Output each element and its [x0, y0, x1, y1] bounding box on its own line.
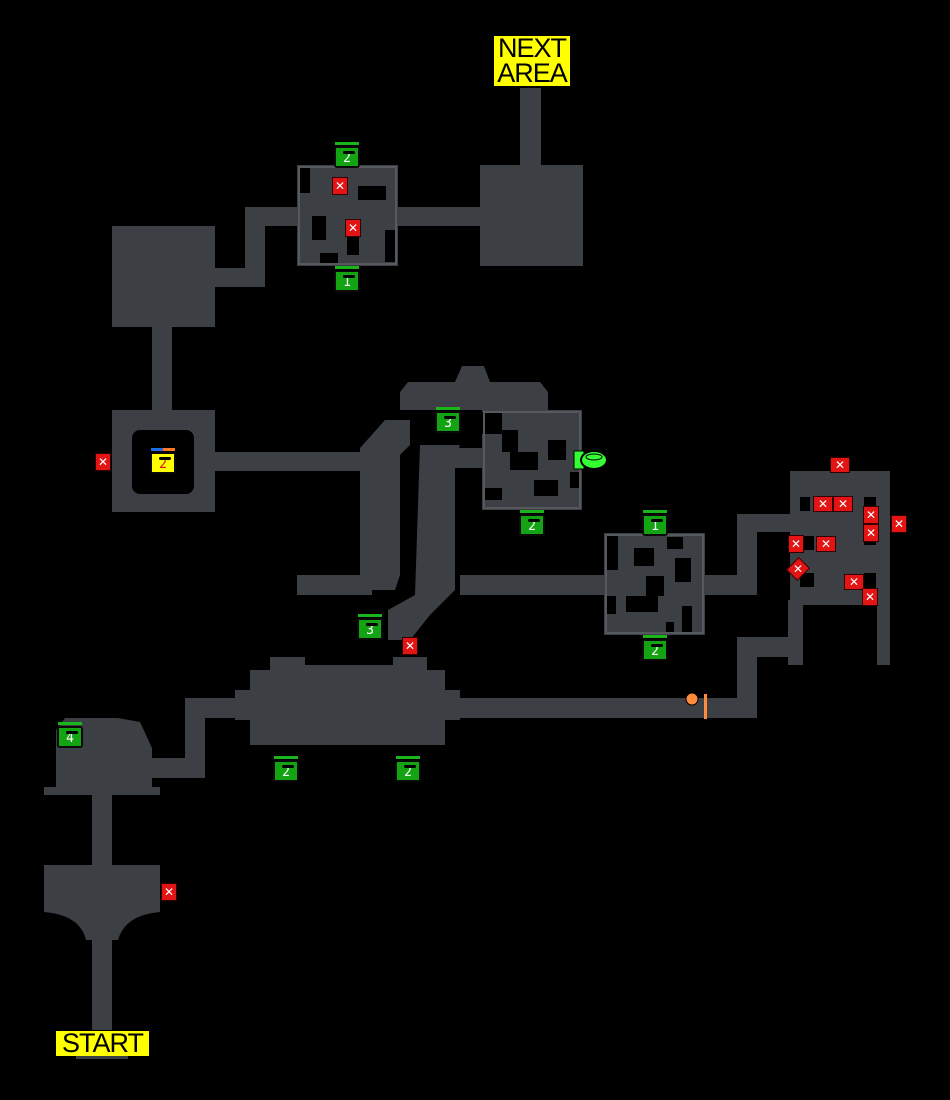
- enemy-x-icon[interactable]: ✕: [95, 453, 111, 471]
- inner-corridor: [388, 445, 460, 640]
- great-hall: [235, 657, 460, 745]
- exit-room: [480, 165, 583, 266]
- enemy-x-icon[interactable]: ✕: [830, 457, 850, 473]
- chest-count: 2: [404, 765, 412, 780]
- next-area-label: NEXT AREA: [494, 35, 570, 87]
- chest-icon[interactable]: 2: [395, 756, 421, 782]
- chest-icon[interactable]: 1: [334, 266, 360, 292]
- outer-corridor: [360, 420, 410, 590]
- enemy-x-icon[interactable]: ✕: [161, 883, 177, 901]
- enemy-x-icon[interactable]: ✕: [402, 637, 418, 655]
- chest-count: 1: [343, 275, 351, 290]
- chest-icon[interactable]: 2: [642, 635, 668, 661]
- start-corridor: [92, 940, 112, 1030]
- entry-hall: [44, 865, 160, 940]
- start-label: START: [56, 1030, 149, 1057]
- chest-icon[interactable]: 4: [57, 722, 83, 748]
- chest-count: 2: [343, 151, 351, 166]
- enemy-x-icon[interactable]: ✕: [816, 536, 836, 552]
- chest-count: 4: [66, 731, 74, 746]
- chest-icon[interactable]: 1: [642, 510, 668, 536]
- enemy-x-icon[interactable]: ✕: [788, 535, 804, 553]
- chest-count: 3: [444, 416, 452, 431]
- orange-gate-icon: [704, 694, 707, 719]
- ring-icon: [573, 450, 608, 470]
- enemy-x-icon[interactable]: ✕: [891, 515, 907, 533]
- chest-icon[interactable]: 2: [519, 510, 545, 536]
- enemy-x-icon[interactable]: ✕: [813, 496, 833, 512]
- west-room: [112, 226, 215, 327]
- east-corridor: [460, 698, 757, 718]
- enemy-symbol: ✕: [792, 562, 804, 576]
- chest-icon[interactable]: 2: [334, 142, 360, 168]
- upper-hall: [400, 366, 548, 410]
- enemy-x-icon[interactable]: ✕: [862, 588, 878, 606]
- chest-count: 2: [528, 519, 536, 534]
- chest-count: 2: [159, 457, 167, 472]
- chest-icon[interactable]: 2: [273, 756, 299, 782]
- chest-count: 2: [282, 765, 290, 780]
- chest-count: 2: [651, 644, 659, 659]
- chest-icon[interactable]: 3: [357, 614, 383, 640]
- enemy-x-icon[interactable]: ✕: [345, 219, 361, 237]
- exit-corridor: [520, 88, 541, 165]
- orange-orb-icon: [685, 692, 699, 706]
- enemy-x-icon[interactable]: ✕: [833, 496, 853, 512]
- entry-corridor: [92, 795, 112, 865]
- chest-icon[interactable]: 3: [435, 407, 461, 433]
- chest-count: 3: [366, 623, 374, 638]
- chest-count: 1: [651, 519, 659, 534]
- enemy-x-icon[interactable]: ✕: [844, 574, 864, 590]
- start-step: [76, 1056, 128, 1059]
- enemy-x-icon[interactable]: ✕: [332, 177, 348, 195]
- enemy-x-icon[interactable]: ✕: [863, 506, 879, 524]
- enemy-x-icon[interactable]: ✕: [863, 524, 879, 542]
- locked-chest-icon[interactable]: 2: [150, 448, 176, 474]
